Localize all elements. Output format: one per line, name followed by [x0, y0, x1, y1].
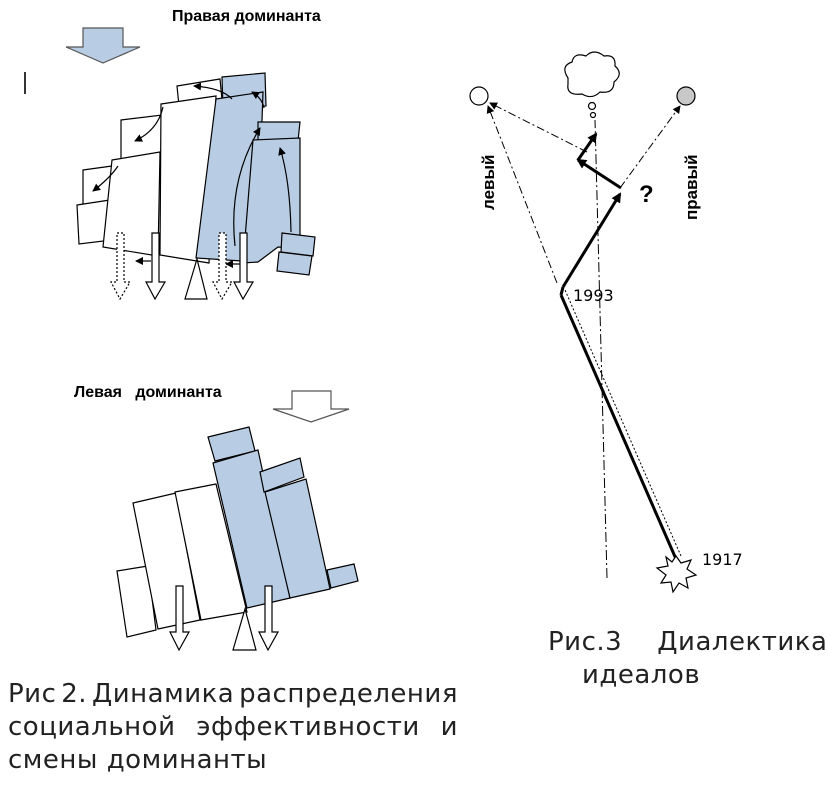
down-arrow-1 — [145, 232, 167, 301]
pivot-triangle-top — [184, 256, 208, 300]
down-arrow-2 — [233, 232, 255, 301]
caption-word: Рис — [8, 679, 57, 709]
block-blue-b4 — [264, 478, 331, 599]
line-mid-to-left — [489, 102, 588, 153]
caption-word: эффективности — [196, 712, 420, 742]
figure3: левый правый ? 1993 1917 — [469, 51, 743, 594]
caption-word: 2. — [61, 679, 88, 709]
path-shadow-dotted — [564, 289, 682, 557]
down-arrow-b2 — [258, 585, 280, 652]
question-mark: ? — [639, 181, 654, 208]
block-white-b1 — [116, 565, 157, 638]
figure3-caption-line2: идеалов — [582, 660, 701, 690]
down-arrow-dotted-1 — [110, 232, 132, 301]
cloud-icon — [564, 51, 620, 119]
figure3-caption: Рис.3 Диалектика идеалов — [548, 626, 827, 692]
path-1917-to-1993 — [559, 294, 678, 560]
figure2-caption-line2: социальной эффективности и — [8, 711, 458, 744]
figure2-caption-line3: смены доминанты — [8, 745, 268, 775]
right-dominant-arrow-icon — [65, 27, 141, 64]
figure2-bottom: Левая доминанта — [74, 384, 359, 652]
block-stack-bottom — [116, 426, 359, 638]
right-dominant-label: Правая доминанта — [172, 8, 321, 25]
path-to-cloud — [576, 132, 598, 161]
left-ideal-label: левый — [479, 155, 498, 210]
curved-arrow-5 — [233, 127, 261, 247]
line-1993-to-left — [486, 105, 558, 284]
line-q-to-right — [619, 105, 681, 189]
curved-arrows-top — [92, 82, 292, 268]
block-stack-top — [76, 72, 316, 276]
block-white-b3 — [174, 483, 248, 621]
block-blue-b5 — [326, 563, 359, 589]
curved-arrow-2 — [134, 106, 164, 142]
figure3-caption-line1: Рис.3 Диалектика — [548, 627, 827, 657]
curved-arrow-1 — [92, 165, 119, 192]
caption-word: Динамика — [91, 679, 235, 709]
left-dominant-arrow-icon — [272, 390, 350, 423]
explosion-star-icon — [655, 554, 698, 594]
path-1993-up — [561, 192, 622, 288]
figure2-top: Правая доминанта — [24, 8, 321, 301]
left-ideal-circle — [469, 86, 489, 106]
historical-path — [559, 132, 678, 560]
right-ideal-label: правый — [682, 154, 701, 220]
axis-line — [594, 119, 608, 579]
year-1993-label: 1993 — [573, 286, 614, 305]
block-blue-6 — [276, 251, 313, 276]
path-q-back — [576, 158, 622, 190]
block-blue-b3 — [259, 457, 305, 493]
curved-arrow-4 — [251, 91, 265, 109]
block-blue-5 — [280, 232, 316, 257]
down-arrow-dotted-2 — [212, 232, 234, 301]
figure-canvas: Правая доминанта — [24, 8, 743, 652]
curved-arrow-6 — [278, 147, 292, 233]
left-dominant-label: Левая доминанта — [74, 384, 222, 401]
caption-word: и — [440, 712, 458, 742]
caption-word: социальной — [8, 712, 176, 742]
right-ideal-circle — [676, 86, 696, 106]
ideal-lines — [486, 102, 681, 284]
curved-arrow-3 — [193, 82, 233, 100]
figure2-caption-line1: Рис 2. Динамика распределения — [8, 678, 458, 711]
path-1993-to-q — [559, 286, 565, 296]
down-arrows-bottom — [169, 585, 280, 652]
pivot-triangle-bottom — [232, 606, 257, 651]
figure2-caption: Рис 2. Динамика распределения социальной… — [8, 678, 458, 777]
caption-word: распределения — [239, 679, 458, 709]
year-1917-label: 1917 — [702, 550, 743, 569]
down-arrows-top — [110, 232, 255, 301]
down-arrow-b1 — [169, 585, 191, 652]
